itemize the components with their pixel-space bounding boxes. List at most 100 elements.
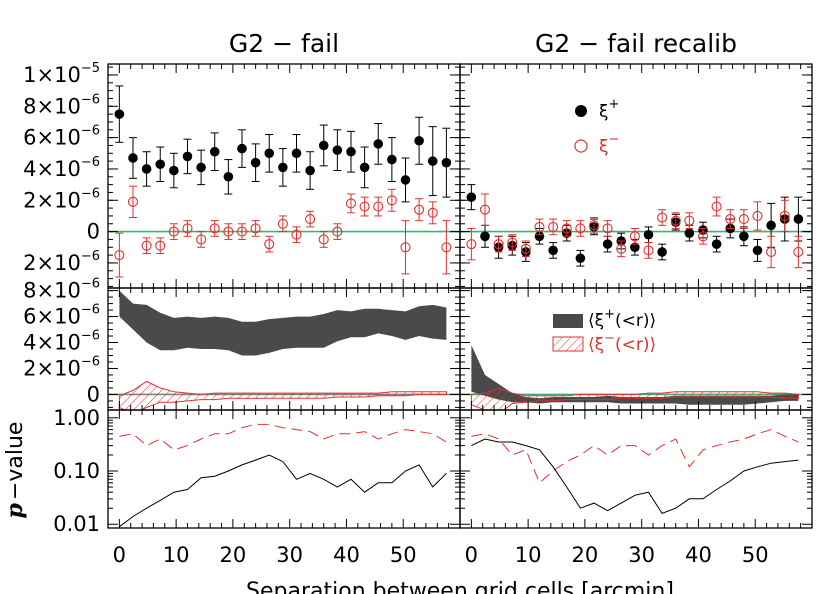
data-point bbox=[305, 165, 315, 176]
data-point bbox=[264, 239, 275, 250]
data-point bbox=[264, 148, 275, 159]
y-tick-label-top: 2×10−6 bbox=[23, 186, 100, 212]
data-point bbox=[602, 239, 613, 249]
x-tick-label: 40 bbox=[333, 543, 360, 567]
data-point bbox=[223, 226, 234, 237]
x-tick-label: 30 bbox=[276, 543, 303, 567]
data-point bbox=[575, 253, 586, 264]
data-point bbox=[534, 221, 545, 232]
data-point bbox=[400, 175, 411, 185]
legend-xi-minus-marker bbox=[574, 139, 588, 153]
panel-frame bbox=[459, 409, 813, 529]
x-axis-label: Separation between grid cells [arcmin] bbox=[246, 579, 674, 594]
data-point bbox=[480, 231, 490, 242]
series-xi-plus bbox=[466, 184, 804, 267]
x-tick-label: 10 bbox=[515, 543, 542, 567]
x-tick-label: 50 bbox=[742, 543, 769, 567]
y-tick-label-top: 8×10−6 bbox=[23, 92, 100, 118]
panel-frames bbox=[107, 63, 813, 529]
x-tick-label: 30 bbox=[628, 543, 655, 567]
data-point bbox=[427, 207, 438, 218]
column-title-right: G2 − fail recalib bbox=[535, 29, 737, 58]
data-point bbox=[373, 201, 384, 212]
y-tick-label-top: 1×10−5 bbox=[23, 61, 100, 87]
data-point bbox=[114, 250, 125, 261]
data-point bbox=[277, 218, 288, 229]
data-point bbox=[441, 242, 452, 253]
y-tick-label-middle: 6×10−6 bbox=[23, 303, 100, 329]
data-point bbox=[386, 195, 397, 206]
data-point bbox=[359, 162, 370, 173]
data-point bbox=[305, 214, 316, 225]
series-xi-plus bbox=[114, 85, 452, 203]
data-point bbox=[427, 156, 438, 166]
y-tick-label-bottom: 0.10 bbox=[53, 459, 100, 483]
data-point bbox=[400, 242, 411, 253]
y-tick-label-middle: 8×10−6 bbox=[23, 277, 100, 303]
data-point bbox=[711, 239, 722, 249]
column-title-left: G2 − fail bbox=[229, 29, 339, 58]
x-tick-label: 20 bbox=[220, 543, 247, 567]
data-point bbox=[479, 204, 491, 215]
data-point bbox=[291, 229, 302, 240]
data-point bbox=[711, 201, 722, 212]
panel-bottom-left bbox=[119, 423, 447, 528]
legend-xi-minus-label: ξ− bbox=[599, 132, 619, 157]
band-mean-xi-minus bbox=[118, 380, 447, 410]
panel-middle-right bbox=[460, 345, 812, 410]
data-point bbox=[793, 246, 804, 258]
data-point bbox=[766, 246, 777, 258]
x-tick-label: 40 bbox=[685, 543, 712, 567]
data-point bbox=[643, 229, 654, 240]
y-tick-label-top: 0 bbox=[87, 220, 100, 244]
data-point bbox=[414, 135, 424, 146]
data-point bbox=[643, 245, 654, 256]
data-point bbox=[548, 245, 558, 256]
legend-xi-plus-label: ξ+ bbox=[599, 97, 619, 122]
panel-bottom-right bbox=[471, 429, 799, 515]
y-tick-label-middle: 2×10−6 bbox=[23, 354, 100, 380]
data-point bbox=[752, 210, 763, 221]
data-point bbox=[373, 139, 384, 149]
legend-mean-xi-minus-label: ⟨ξ−(<r)⟩ bbox=[588, 331, 656, 355]
data-point bbox=[223, 171, 234, 182]
data-point bbox=[629, 231, 640, 242]
data-point bbox=[114, 109, 125, 119]
y-tick-label-middle: 4×10−6 bbox=[23, 329, 100, 355]
legend-top: ξ+ ξ− bbox=[574, 97, 619, 157]
data-point bbox=[684, 228, 695, 238]
data-point bbox=[278, 162, 288, 173]
data-point bbox=[739, 231, 749, 242]
panel-top-left bbox=[108, 85, 460, 278]
x-tick-label: 0 bbox=[113, 543, 126, 567]
band-mean-xi-minus bbox=[470, 387, 799, 410]
legend-xi-plus-marker bbox=[575, 105, 587, 117]
y-tick-label-top: 2×10−6 bbox=[23, 249, 100, 275]
y-tick-label-middle: 0 bbox=[87, 382, 100, 406]
data-point bbox=[588, 220, 600, 231]
data-point bbox=[725, 214, 736, 225]
data-point bbox=[169, 165, 179, 176]
data-point bbox=[250, 223, 261, 234]
data-point bbox=[466, 239, 477, 250]
data-point bbox=[141, 240, 152, 251]
data-point bbox=[414, 204, 425, 215]
axis-ticks: 1×10−58×10−66×10−64×10−62×10−602×10−68×1… bbox=[23, 61, 812, 567]
series-xi-minus bbox=[466, 193, 804, 269]
data-point bbox=[236, 226, 248, 237]
data-point bbox=[697, 231, 709, 242]
data-point bbox=[466, 192, 477, 202]
legend-mean-xi-plus-label: ⟨ξ+(<r)⟩ bbox=[588, 307, 656, 331]
data-point bbox=[127, 196, 139, 207]
panel-top-right bbox=[460, 184, 812, 269]
data-point bbox=[196, 162, 206, 173]
p-value-line-xi-plus bbox=[471, 438, 799, 515]
series-xi-minus bbox=[114, 185, 452, 278]
data-point bbox=[196, 234, 207, 245]
data-point bbox=[155, 240, 166, 251]
data-point bbox=[670, 215, 681, 226]
p-value-line-xi-minus bbox=[119, 423, 447, 451]
data-point bbox=[155, 159, 166, 170]
data-point bbox=[387, 154, 397, 165]
data-point bbox=[657, 247, 667, 257]
